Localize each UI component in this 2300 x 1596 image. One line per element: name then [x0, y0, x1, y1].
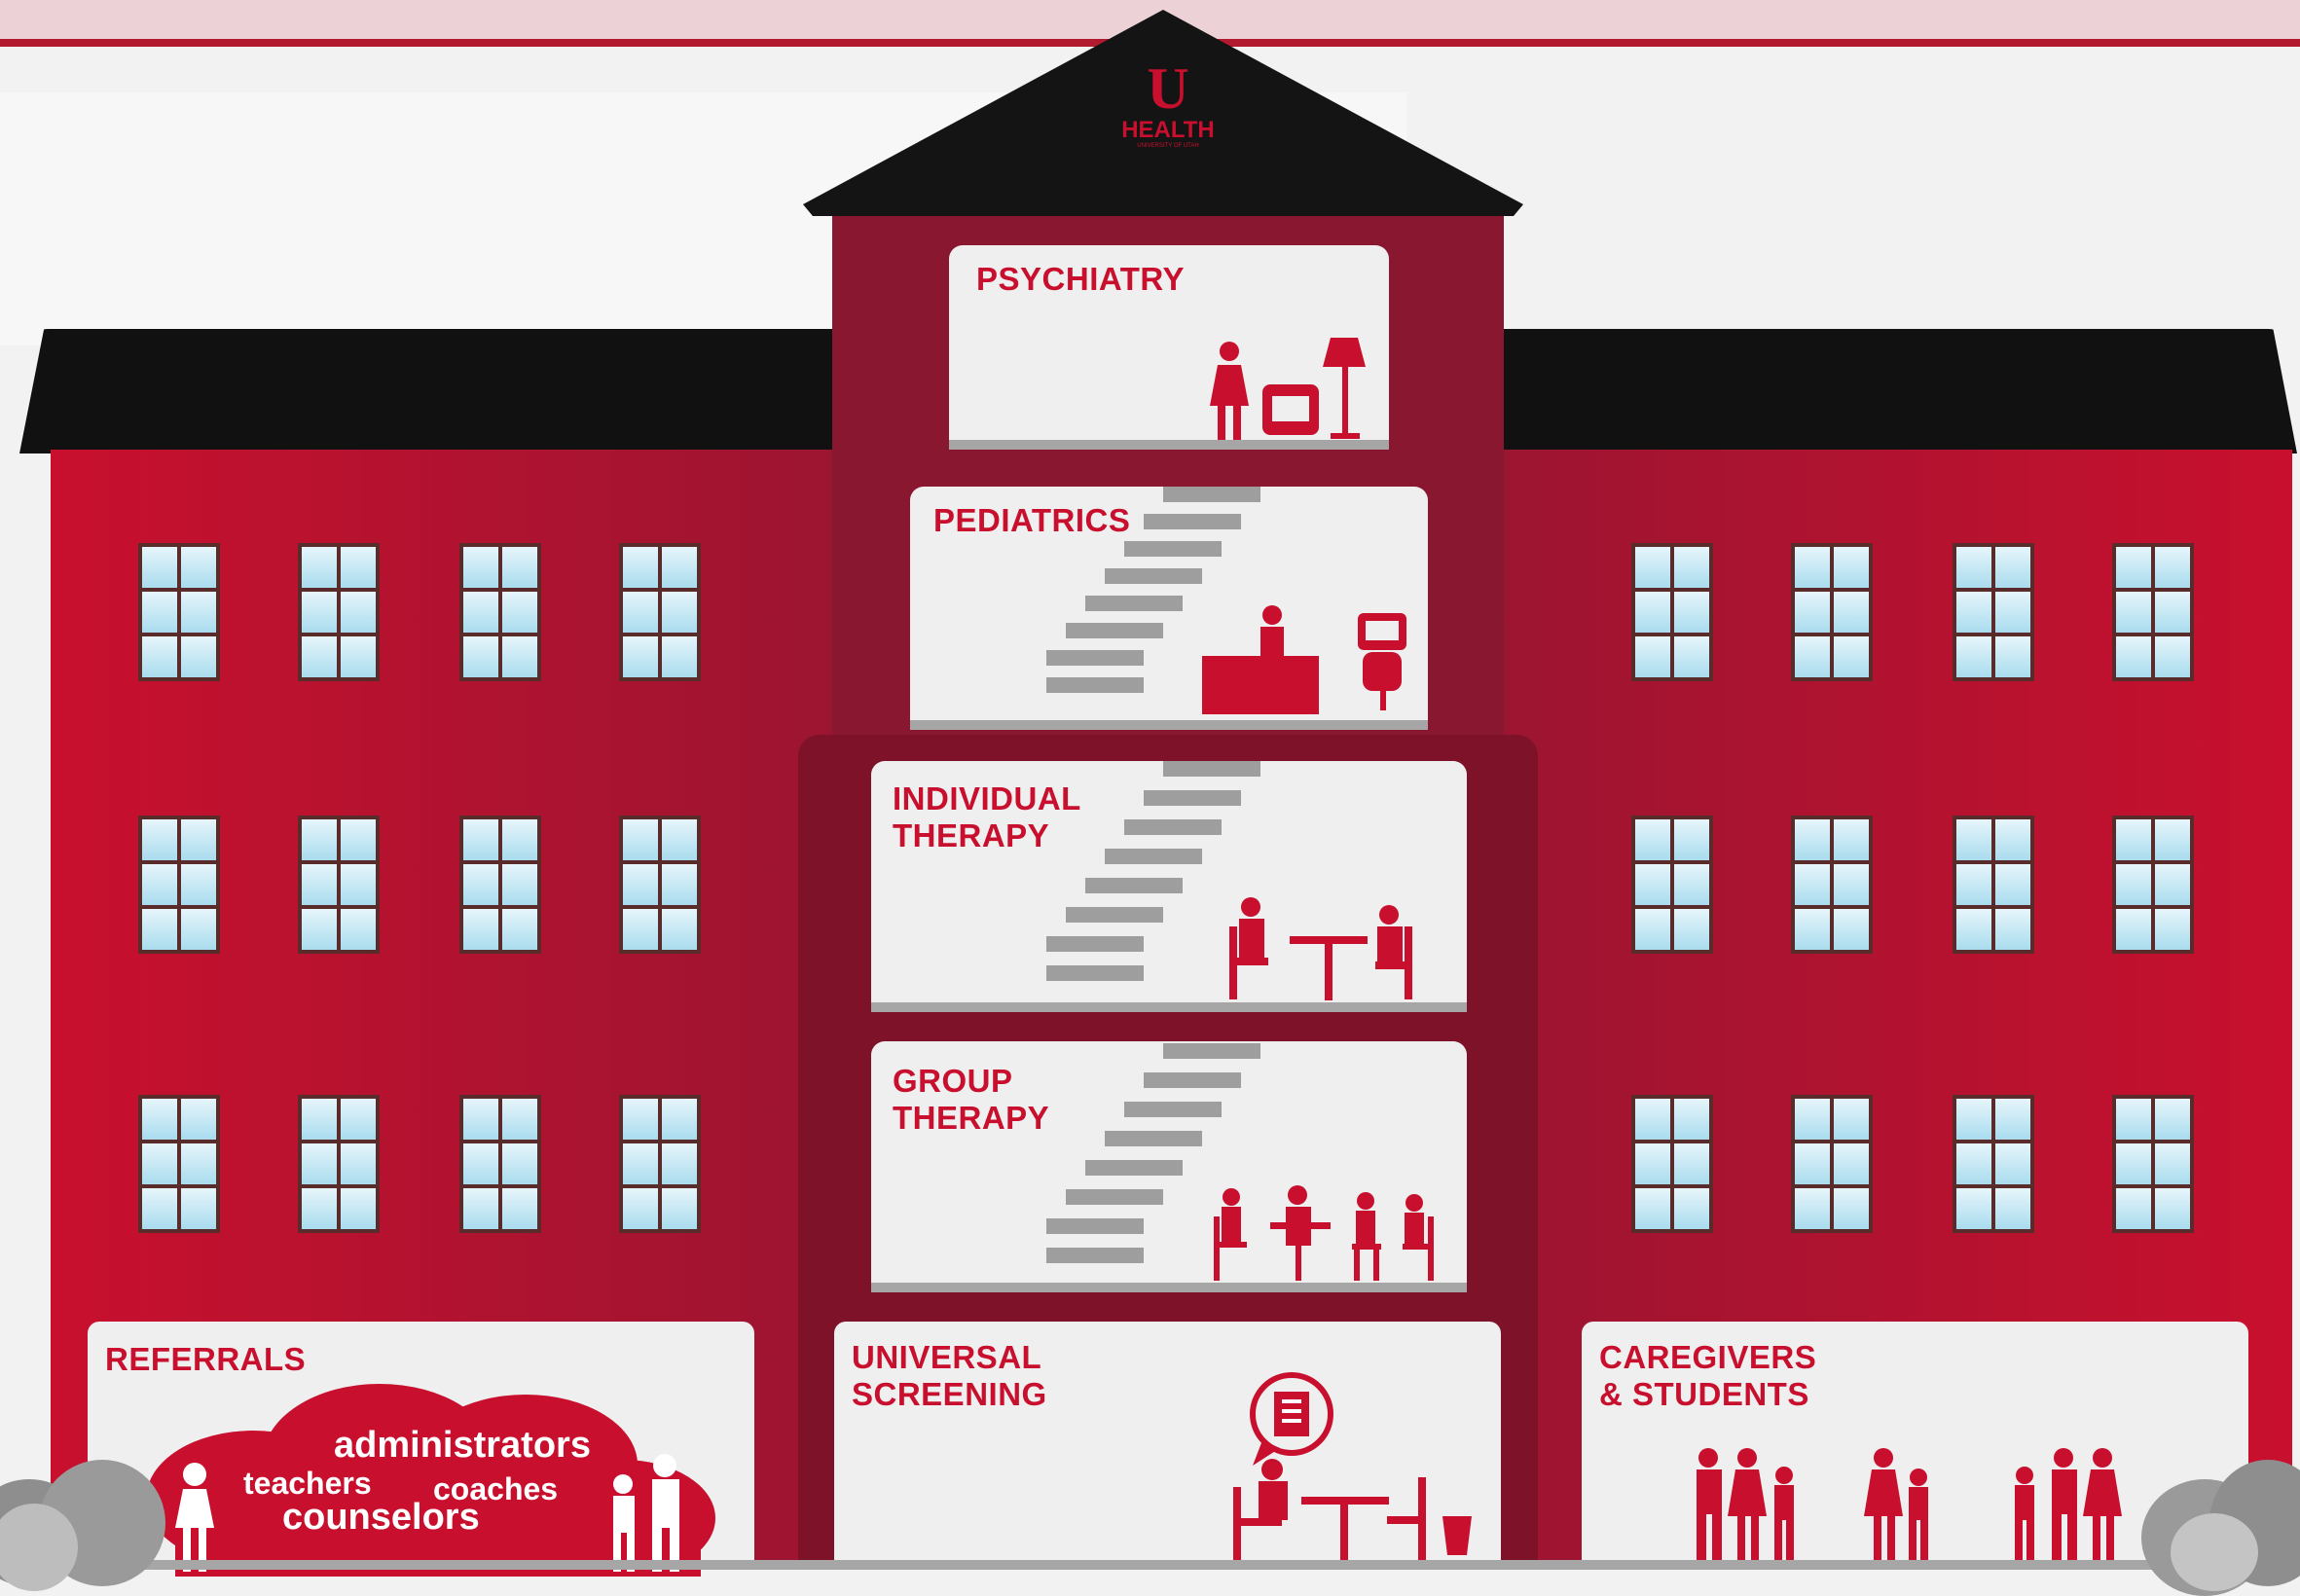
window	[1953, 1095, 2034, 1233]
window	[459, 543, 541, 681]
families-icon	[1697, 1448, 2122, 1561]
group-therapy-icon	[1214, 1185, 1434, 1281]
logo-subtext: UNIVERSITY OF UTAH	[1137, 143, 1199, 149]
screening-questionnaire-icon	[1250, 1372, 1333, 1466]
window	[1631, 543, 1713, 681]
left-roof	[19, 329, 837, 453]
floor-label-referrals: REFERRALS	[105, 1341, 307, 1377]
tower-roof	[803, 10, 1523, 216]
logo-mark: U	[1147, 56, 1189, 121]
ground-line	[0, 1560, 2300, 1570]
window	[1953, 816, 2034, 954]
window	[138, 816, 220, 954]
floor-psychiatry: PSYCHIATRY	[949, 245, 1389, 450]
one-on-one-therapy-icon	[1229, 897, 1412, 1000]
window	[1791, 1095, 1873, 1233]
cloud-word-coaches: coaches	[433, 1471, 559, 1506]
window	[1953, 543, 2034, 681]
window	[1791, 816, 1873, 954]
window	[619, 543, 701, 681]
window	[459, 1095, 541, 1233]
window	[1631, 1095, 1713, 1233]
therapist-couch-icon	[1210, 338, 1366, 440]
floor-label-caregivers-students: CAREGIVERS & STUDENTS	[1599, 1339, 1817, 1412]
window	[459, 816, 541, 954]
window	[298, 1095, 380, 1233]
cloud-word-administrators: administrators	[334, 1425, 591, 1466]
floor-label-pediatrics: PEDIATRICS	[933, 502, 1131, 538]
referrals-panel: REFERRALS administrators teachers coache…	[88, 1322, 754, 1577]
window	[2112, 543, 2194, 681]
cloud-word-teachers: teachers	[243, 1466, 372, 1501]
bush-part	[0, 1504, 78, 1591]
logo-name: HEALTH	[1121, 117, 1215, 143]
window	[298, 543, 380, 681]
floor-label-universal-screening: UNIVERSAL SCREENING	[852, 1339, 1047, 1412]
caregivers-students-panel: CAREGIVERS & STUDENTS	[1582, 1322, 2248, 1570]
window	[298, 816, 380, 954]
cloud-word-counselors: counselors	[282, 1497, 480, 1538]
window	[2112, 816, 2194, 954]
window	[1631, 816, 1713, 954]
screening-table-icon	[1233, 1459, 1472, 1561]
bush-part	[2171, 1513, 2258, 1591]
universal-screening-panel: UNIVERSAL SCREENING	[834, 1322, 1501, 1570]
floor-label-psychiatry: PSYCHIATRY	[976, 261, 1186, 297]
university-logo: U HEALTH UNIVERSITY OF UTAH	[1110, 58, 1226, 175]
window	[138, 1095, 220, 1233]
window	[2112, 1095, 2194, 1233]
floor-label-individual-therapy: INDIVIDUAL THERAPY	[893, 780, 1081, 853]
window	[138, 543, 220, 681]
window	[619, 1095, 701, 1233]
right-roof	[1499, 329, 2297, 453]
window	[1791, 543, 1873, 681]
floor-label-group-therapy: GROUP THERAPY	[893, 1063, 1050, 1136]
doctor-desk-icon	[1202, 605, 1406, 714]
window	[619, 816, 701, 954]
